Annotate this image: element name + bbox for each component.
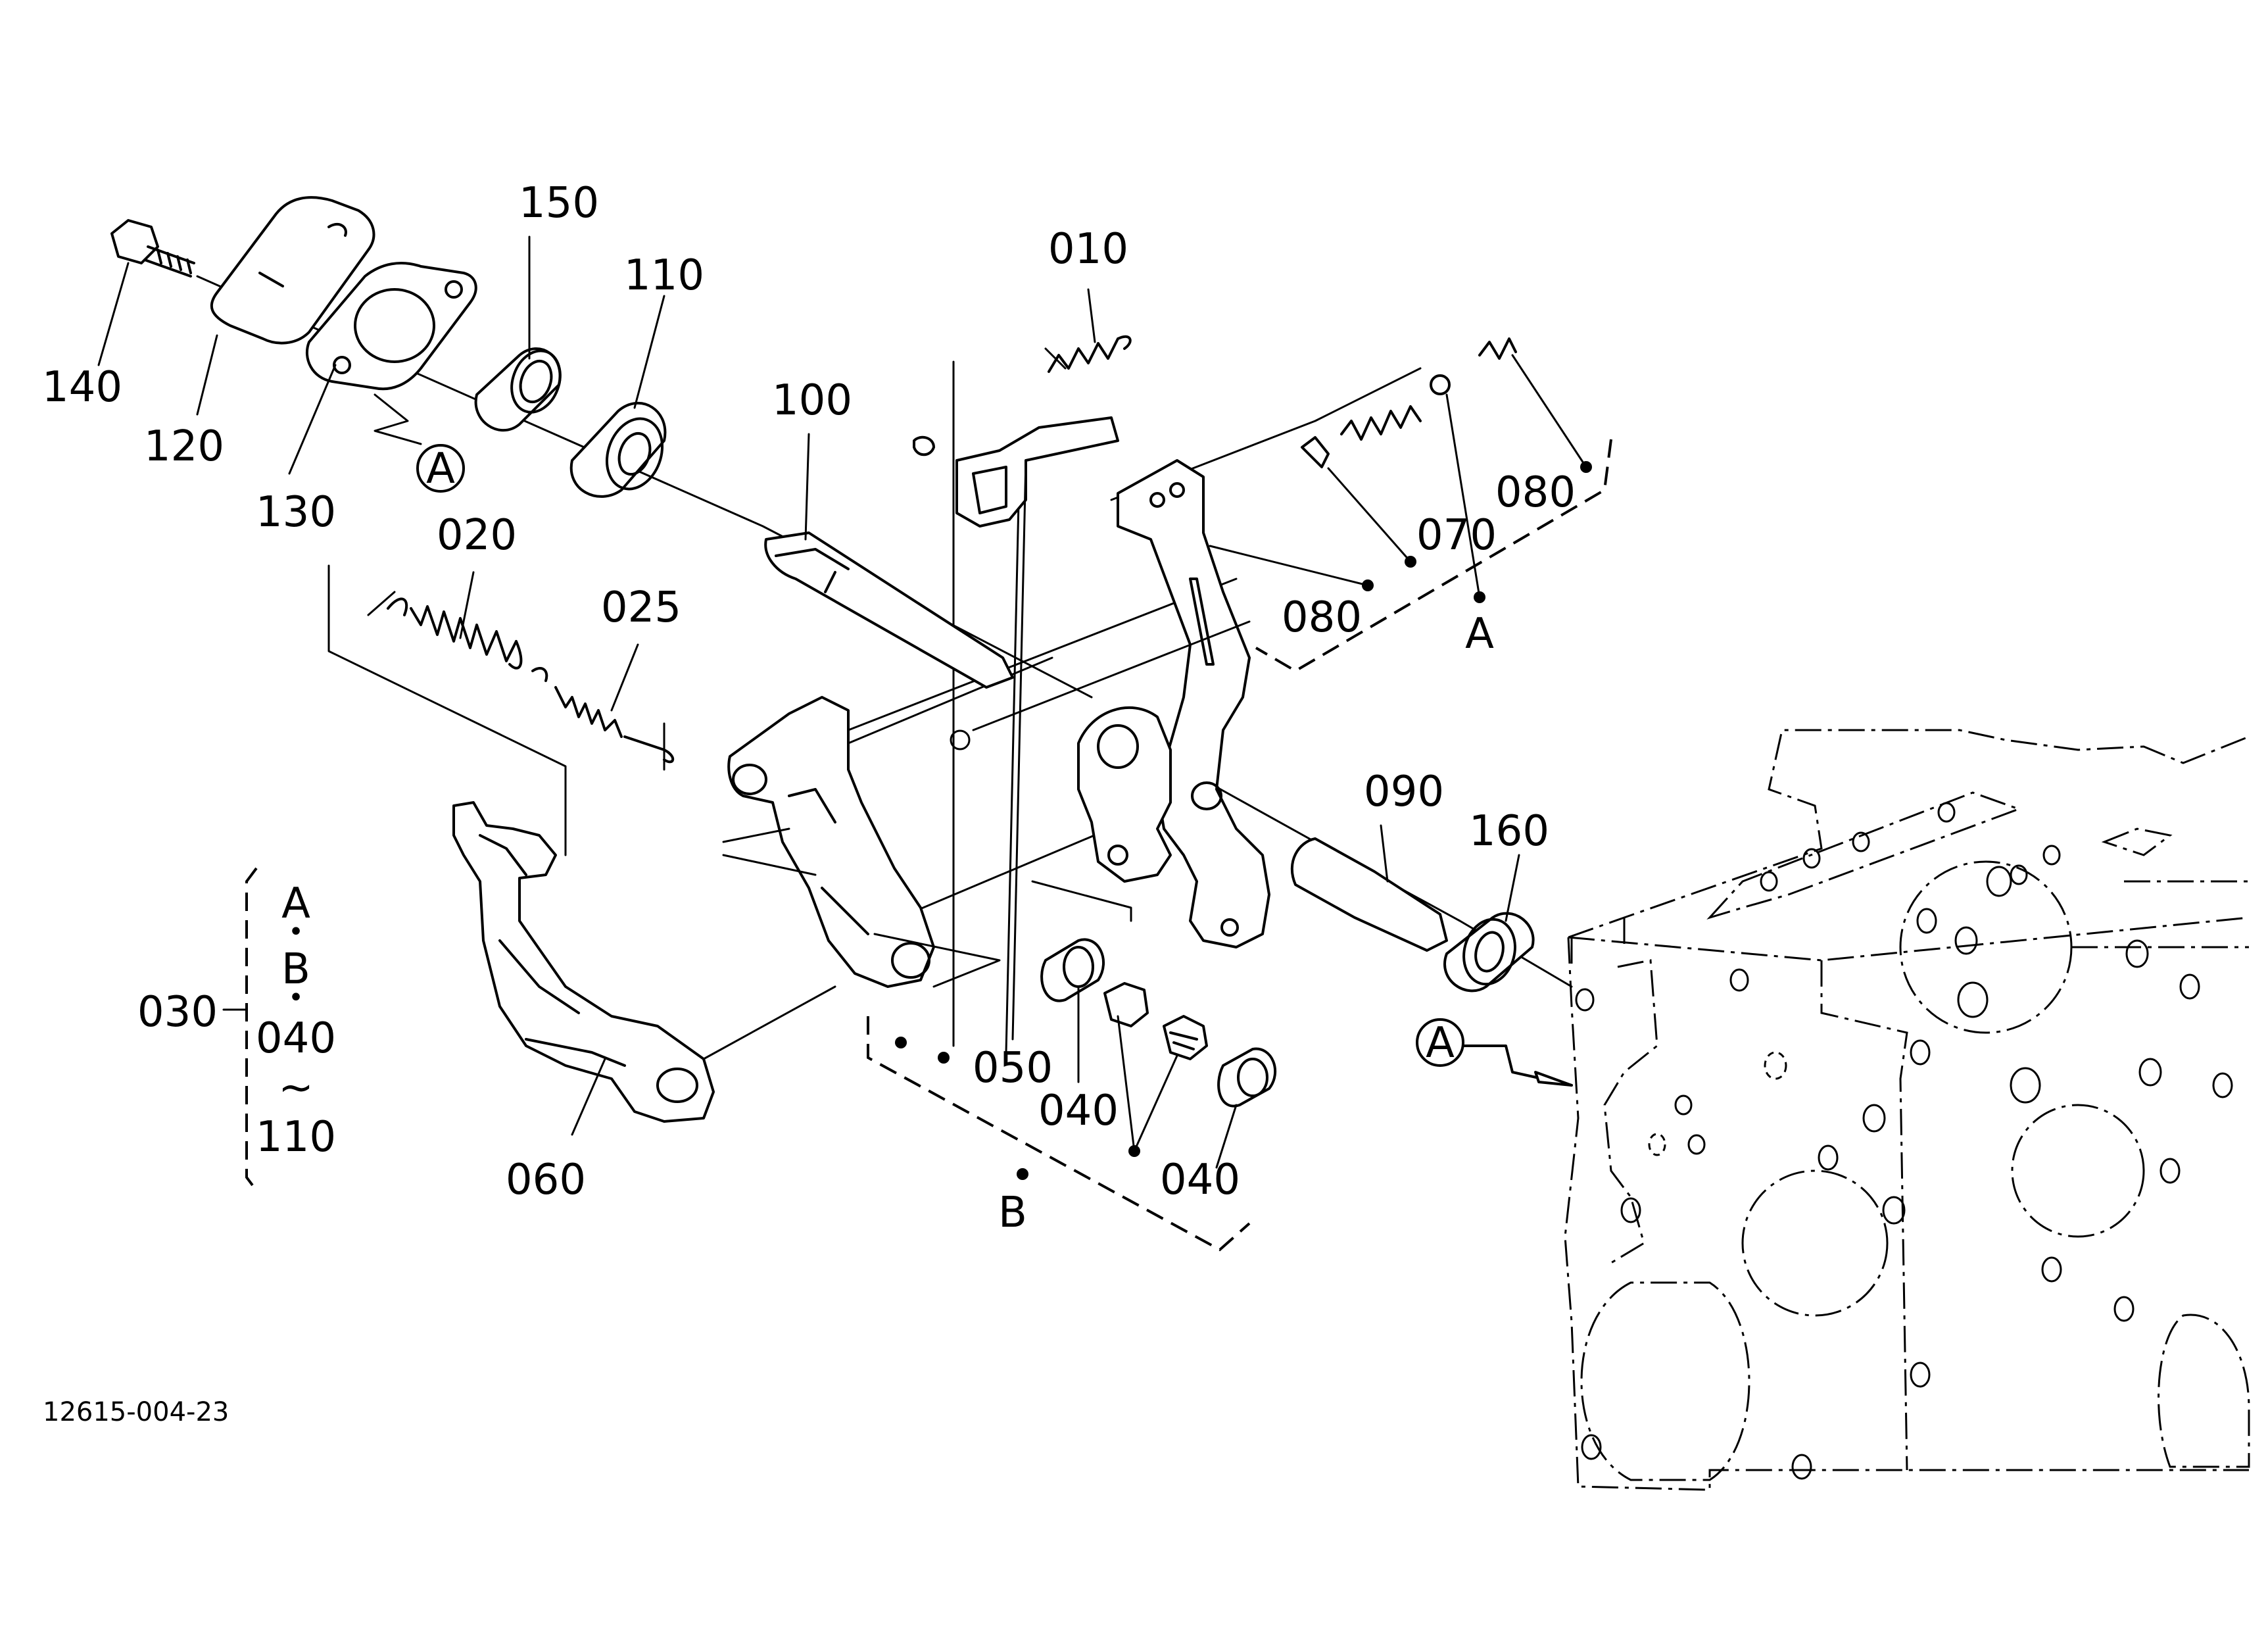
drawing-number: 12615-004-23 xyxy=(43,1397,229,1427)
set-030-item-5: 110 xyxy=(256,1113,336,1162)
group-a-label: A xyxy=(1465,610,1494,658)
callout-060[interactable]: 060 xyxy=(506,1156,586,1204)
part-100-shaft[interactable] xyxy=(764,531,1014,689)
part-lever-hub[interactable] xyxy=(1077,706,1172,883)
part-010-spring[interactable] xyxy=(1048,335,1132,373)
callout-040-a[interactable]: 040 xyxy=(1038,1087,1119,1135)
set-030-item-2: B xyxy=(281,945,310,994)
set-030-item-1: A xyxy=(281,879,310,928)
group-b-bracket: B xyxy=(867,1016,1251,1252)
callout-110[interactable]: 110 xyxy=(624,251,704,300)
set-030-separator-2: • xyxy=(288,983,304,1013)
callout-100[interactable]: 100 xyxy=(772,376,852,425)
part-020-spring[interactable] xyxy=(387,597,523,670)
callout-labels: 140 120 130 150 110 010 100 020 025 030 … xyxy=(42,179,1576,1204)
part-vertical-lever[interactable] xyxy=(1117,459,1270,948)
callout-020[interactable]: 020 xyxy=(437,511,517,560)
callout-025[interactable]: 025 xyxy=(601,583,681,632)
callout-120[interactable]: 120 xyxy=(144,422,224,471)
engine-block xyxy=(1564,729,2250,1491)
part-120-cover[interactable] xyxy=(210,196,375,345)
callout-090[interactable]: 090 xyxy=(1364,768,1444,816)
part-150-bushing[interactable] xyxy=(474,344,569,432)
part-140-bolt[interactable] xyxy=(110,219,195,278)
set-030-item-3: 040 xyxy=(256,1014,336,1063)
callout-030[interactable]: 030 xyxy=(137,988,218,1037)
callout-070[interactable]: 070 xyxy=(1416,511,1497,560)
leader-lines xyxy=(97,235,1587,1169)
ref-a-right: A xyxy=(1416,1018,1573,1087)
set-030-separator-1: • xyxy=(288,917,304,947)
set-030-item-4: ~ xyxy=(278,1064,314,1112)
set-030-bracket: A • B • 040 ~ 110 xyxy=(222,867,336,1192)
svg-text:A: A xyxy=(426,445,455,493)
part-040-bushing-left[interactable] xyxy=(1040,938,1105,1002)
callout-140[interactable]: 140 xyxy=(42,363,122,412)
part-160-bearing[interactable] xyxy=(1443,912,1535,993)
plate-outline xyxy=(722,827,1132,988)
callout-130[interactable]: 130 xyxy=(256,488,336,537)
ref-a-left: A xyxy=(416,444,465,493)
part-040-bushing-right[interactable] xyxy=(1217,1047,1276,1108)
part-130-gasket[interactable] xyxy=(305,262,477,445)
callout-080-b[interactable]: 080 xyxy=(1495,468,1576,517)
part-110-bearing[interactable] xyxy=(569,402,672,498)
callout-160[interactable]: 160 xyxy=(1469,807,1549,856)
part-030-fork[interactable] xyxy=(727,696,935,988)
part-025-spring[interactable] xyxy=(531,667,675,764)
group-b-label: B xyxy=(998,1189,1027,1237)
part-060-lever[interactable] xyxy=(452,801,715,1123)
callout-040-b[interactable]: 040 xyxy=(1160,1156,1240,1204)
callout-150[interactable]: 150 xyxy=(519,179,599,228)
callout-010[interactable]: 010 xyxy=(1048,225,1128,274)
small-ball xyxy=(950,729,971,750)
part-040-pin[interactable] xyxy=(1103,982,1208,1060)
part-090-sleeve[interactable] xyxy=(1290,837,1448,952)
part-070-spring-set[interactable] xyxy=(1301,337,1517,468)
callout-050[interactable]: 050 xyxy=(973,1044,1053,1093)
callout-080-a[interactable]: 080 xyxy=(1282,593,1362,642)
svg-text:A: A xyxy=(1426,1019,1455,1068)
part-050-link[interactable] xyxy=(913,416,1119,528)
